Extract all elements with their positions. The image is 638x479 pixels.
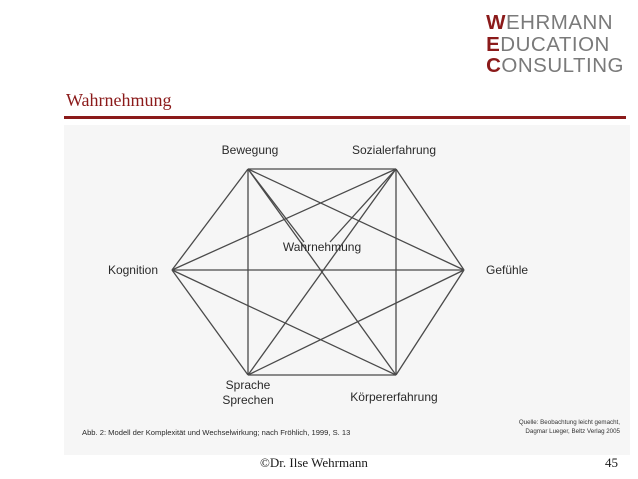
title-divider [64, 116, 626, 119]
edge-sozialerfahrung-gefuehle [395, 168, 465, 271]
logo-line-education: EDUCATION [486, 32, 610, 56]
diagram-figure: Wahrnehmung Bewegung Sozialerfahrung Gef… [64, 125, 630, 455]
figure-caption: Abb. 2: Modell der Komplexität und Wechs… [82, 428, 350, 437]
logo-line-consulting: CONSULTING [486, 54, 624, 77]
hexagon-diagram: Wahrnehmung Bewegung Sozialerfahrung Gef… [82, 143, 528, 437]
node-sprache-line2: Sprechen [222, 393, 273, 407]
center-label: Wahrnehmung [283, 240, 361, 254]
node-sprache-line1: Sprache [226, 378, 271, 392]
node-gefuehle: Gefühle [486, 263, 528, 277]
edge-bewegung-gefuehle [247, 168, 465, 271]
spoke-bewegung-center [247, 168, 305, 243]
node-bewegung: Bewegung [222, 143, 279, 157]
source-line-1: Quelle: Beobachtung leicht gemacht, [518, 419, 620, 426]
node-sozialerfahrung: Sozialerfahrung [352, 143, 436, 157]
slide-title: Wahrnehmung [66, 90, 172, 110]
edge-sprache-kognition [171, 269, 249, 376]
page-number: 45 [605, 455, 618, 470]
edge-bewegung-kognition [171, 168, 249, 271]
source-citation: Quelle: Beobachtung leicht gemacht, Dagm… [519, 418, 620, 436]
logo-line-wehrmann: WEHRMANN [486, 11, 614, 34]
node-koerpererfahrung: Körpererfahrung [350, 390, 437, 404]
footer-copyright: ©Dr. Ilse Wehrmann [260, 455, 368, 470]
edge-sozialerfahrung-kognition [171, 168, 397, 271]
spoke-sozialerfahrung-center [329, 168, 397, 243]
company-logo: WEHRMANN EDUCATION CONSULTING [486, 12, 624, 77]
diagram-edges [171, 168, 465, 376]
edge-koerpererfahrung-kognition [171, 269, 397, 376]
edge-gefuehle-sprache [247, 269, 465, 376]
source-line-2: Dagmar Lueger, Beltz Verlag 2005 [525, 428, 620, 435]
edge-gefuehle-koerpererfahrung [395, 269, 465, 376]
edge-sozialerfahrung-sprache [247, 168, 397, 376]
node-kognition: Kognition [108, 263, 158, 277]
